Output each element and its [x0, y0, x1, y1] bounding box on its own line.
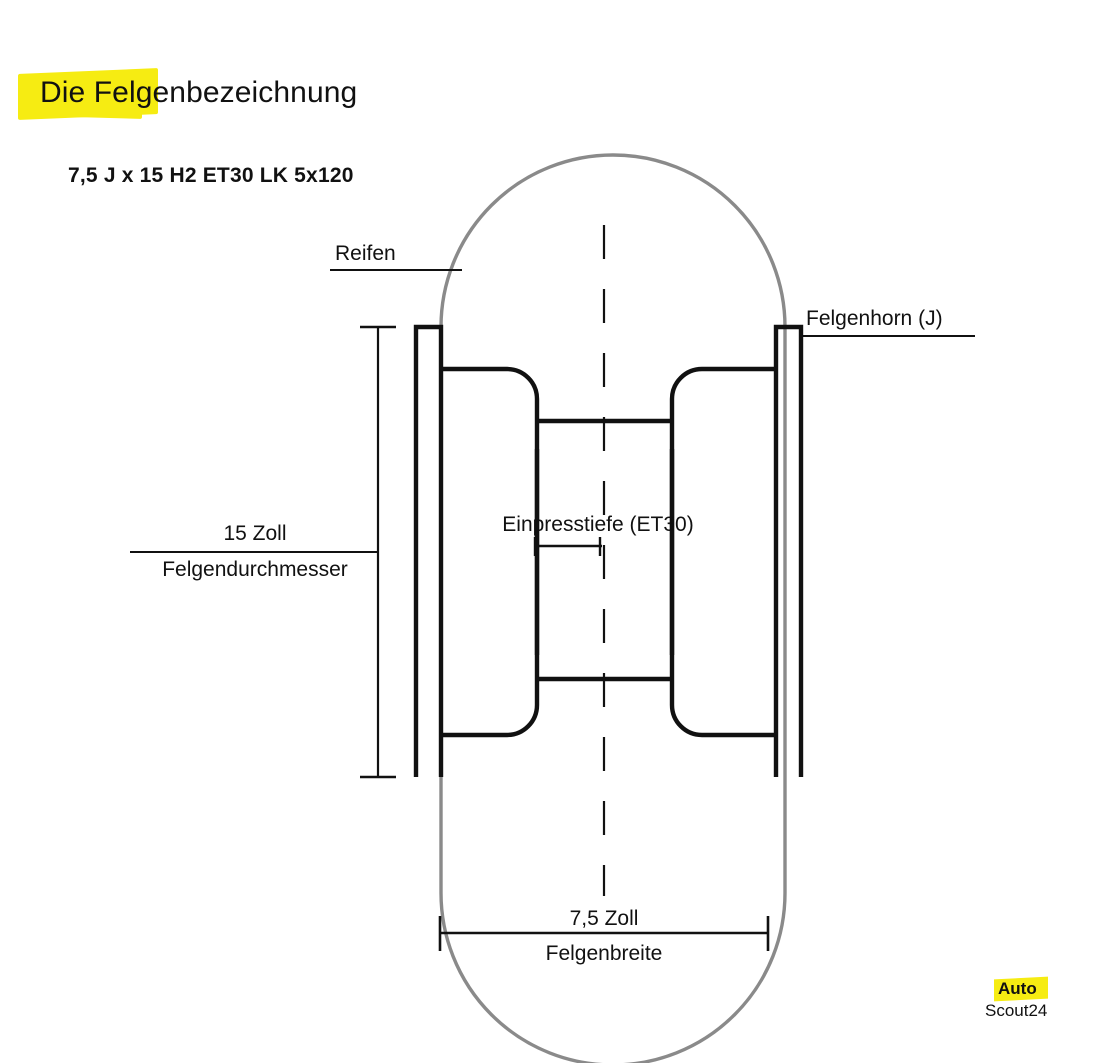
rim-barrel-lower-left [441, 449, 540, 738]
rim-width-value-label: 7,5 Zoll [570, 907, 639, 930]
rim-spec-line: 7,5 J x 15 H2 ET30 LK 5x120 [68, 164, 354, 187]
offset-label: Einpresstiefe (ET30) [502, 513, 693, 536]
tire-label: Reifen [335, 242, 396, 265]
page-title-container: Die Felgenbezeichnung [18, 68, 358, 120]
rim-diameter-value-label: 15 Zoll [223, 522, 286, 545]
autoscout24-watermark: Auto Scout24 [985, 976, 1093, 1030]
rim-barrel-upper-right [669, 366, 776, 655]
rim-flange-right [773, 324, 804, 777]
rim-barrel-upper-left [441, 366, 540, 655]
page-title: Die Felgenbezeichnung [40, 76, 358, 109]
rim-diameter-name-label: Felgendurchmesser [162, 558, 348, 581]
rim-flange-label: Felgenhorn (J) [806, 307, 943, 330]
rim-width-name-label: Felgenbreite [546, 942, 663, 965]
tire-outline [439, 153, 787, 1063]
rim-barrel-lower-right [669, 449, 776, 738]
watermark-brand-bottom: Scout24 [985, 1001, 1048, 1020]
rim-flange-left [413, 324, 444, 777]
watermark-brand-top: Auto [998, 979, 1037, 998]
watermark-top-wrap: Auto [994, 976, 1048, 1002]
